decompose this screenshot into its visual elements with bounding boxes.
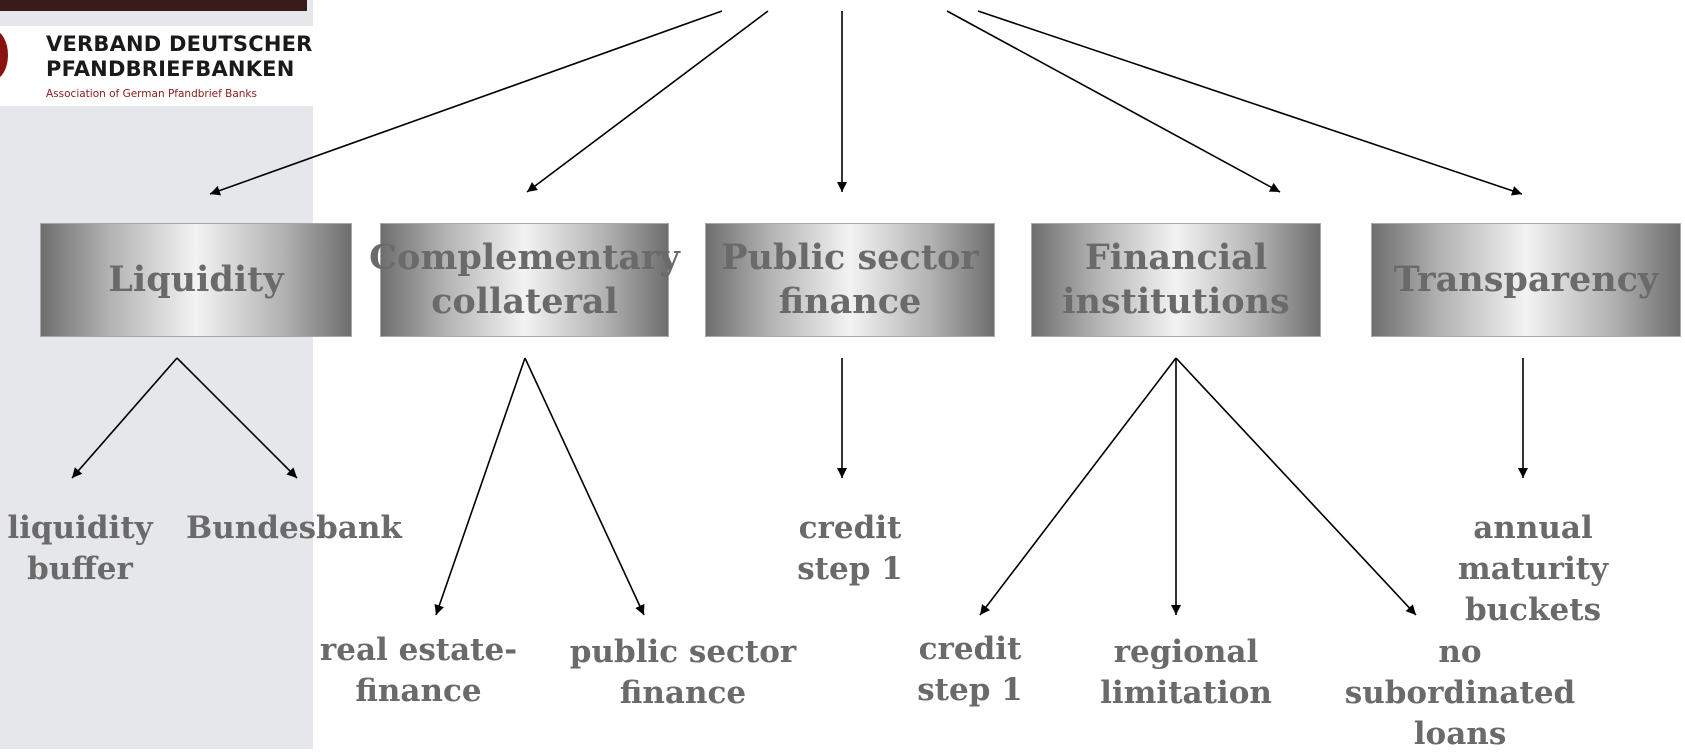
logo-line-2: PFANDBRIEFBANKEN (46, 57, 295, 81)
category-complementary-label: Complementary collateral (369, 237, 680, 322)
leaf-regional-limitation: regional limitation (1100, 634, 1272, 711)
category-public-sector-finance: Public sector finance (705, 223, 995, 337)
sidebar-panel (0, 0, 313, 749)
category-public-sector-label: Public sector finance (721, 237, 979, 322)
category-complementary-collateral: Complementary collateral (369, 223, 680, 337)
leaf-annual-maturity-buckets: annual maturity buckets (1457, 510, 1609, 628)
category-liquidity: Liquidity (40, 223, 352, 337)
leaf-real-estate-finance: real estate- finance (319, 632, 518, 709)
logo-mark-icon (0, 30, 8, 80)
arrow-to-financial (946, 10, 1281, 193)
logo-line-1: VERBAND DEUTSCHER (46, 32, 313, 56)
arrow-to-liquidity (209, 10, 723, 196)
category-transparency-label: Transparency (1393, 259, 1659, 300)
leaf-public-sector-finance: public sector finance (569, 634, 797, 711)
category-financial-institutions: Financial institutions (1031, 223, 1321, 337)
leaf-credit-step-financial: credit step 1 (917, 631, 1023, 708)
leaf-liquidity-buffer: liquidity buffer (7, 510, 153, 587)
arrow-to-credit-step-financial (979, 357, 1177, 616)
arrow-to-liquidity-buffer (71, 357, 178, 479)
vdp-logo: VERBAND DEUTSCHER PFANDBRIEFBANKEN Assoc… (0, 26, 313, 106)
header-bar (0, 0, 307, 11)
category-transparency: Transparency (1371, 223, 1681, 337)
leaf-credit-step-public: credit step 1 (797, 510, 903, 587)
leaf-no-subordinated-loans: no subordinated loans (1344, 634, 1576, 752)
category-financial-label: Financial institutions (1062, 237, 1290, 322)
arrow-to-bundesbank (176, 357, 298, 479)
arrow-to-public-sector-finance (524, 357, 645, 616)
category-liquidity-label: Liquidity (108, 259, 284, 300)
logo-tagline: Association of German Pfandbrief Banks (46, 88, 257, 100)
arrow-to-complementary (526, 10, 769, 193)
arrow-to-no-subordinated (1175, 357, 1417, 616)
arrow-to-transparency (977, 10, 1523, 196)
leaf-bundesbank: Bundesbank (186, 510, 402, 546)
arrow-to-real-estate (434, 357, 526, 616)
